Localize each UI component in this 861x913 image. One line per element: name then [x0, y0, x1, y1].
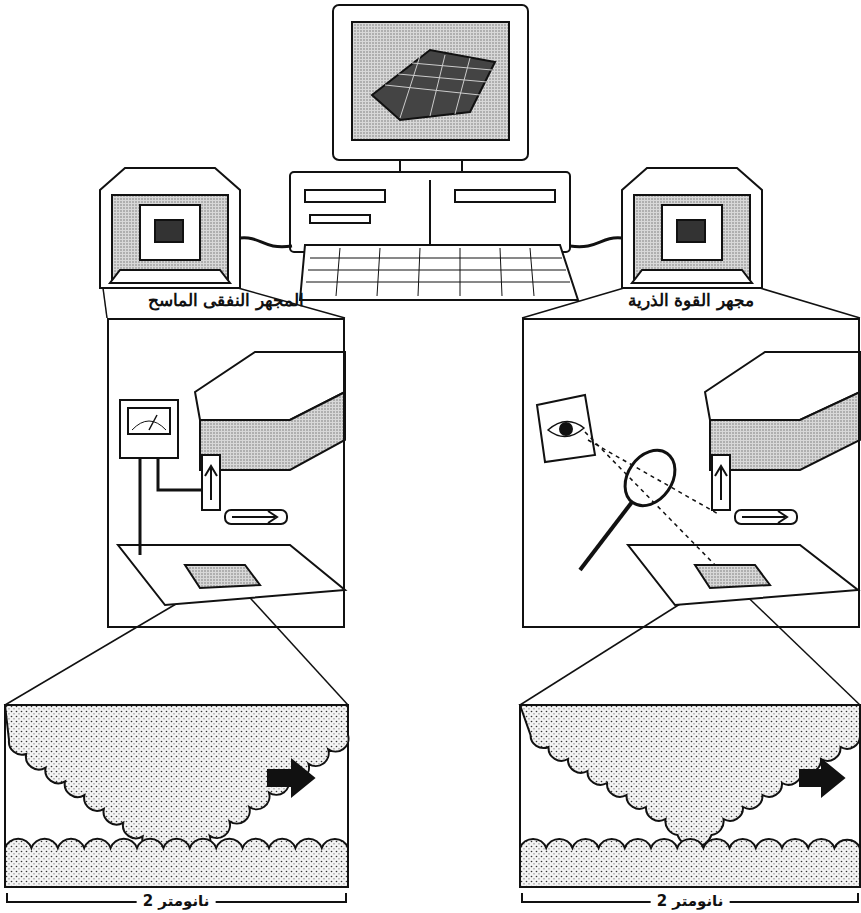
zoom-line — [5, 288, 860, 705]
stm-apparatus — [118, 352, 345, 605]
panel-box: المجهر النفقى الماسح — [107, 318, 345, 628]
panel-heading: مجهر القوة الذرية — [524, 290, 858, 310]
instrument-housing — [100, 168, 762, 288]
panel-heading: المجهر النفقى الماسح — [109, 290, 343, 310]
cable — [240, 238, 622, 247]
panel-box: مجهر القوة الذرية — [522, 318, 860, 628]
scale-label: نانومتر 2 — [651, 891, 730, 911]
afm-apparatus — [537, 352, 860, 605]
tip-zoom — [5, 705, 860, 887]
scale-label: نانومتر 2 — [137, 891, 216, 911]
computer — [290, 5, 578, 300]
scale-bracket — [7, 893, 858, 902]
